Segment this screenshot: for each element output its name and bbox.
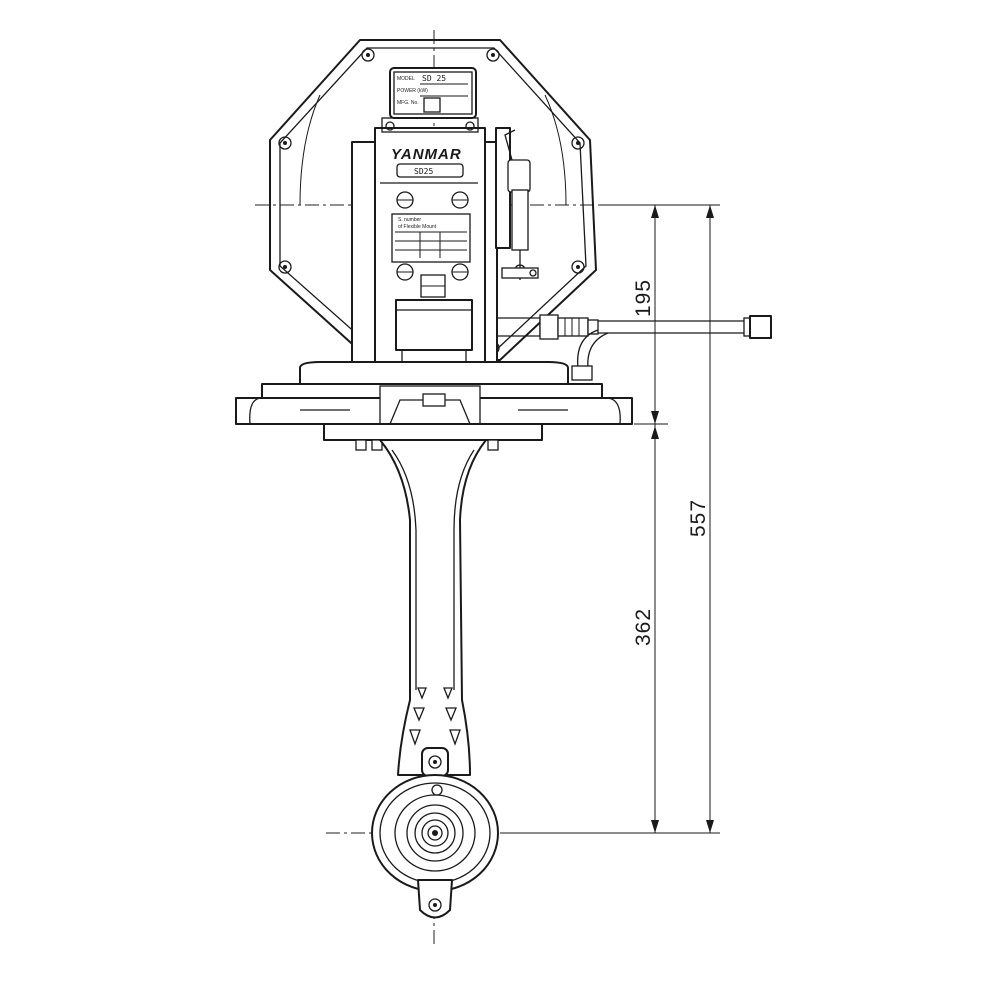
mounting-flange (235, 361, 633, 425)
dimension-overall-height: 557 (687, 499, 710, 537)
model-label: SD25 (414, 167, 433, 176)
dimension-upper-height: 195 (632, 279, 655, 317)
leg-vents (409, 687, 461, 746)
nameplate-model-text: SD 25 (422, 74, 446, 83)
dimension-lines (500, 204, 720, 834)
spec-plate-line-1: S. number (398, 217, 421, 223)
model-nameplate: MODEL POWER (kW) MFG. No. SD 25 (389, 67, 477, 119)
propeller-hub (371, 747, 499, 919)
dimension-lower-height: 362 (632, 608, 655, 646)
nameplate-label-model: MODEL (397, 76, 415, 82)
shift-linkage (495, 127, 539, 280)
nameplate-label-mfg: MFG. No. (397, 100, 419, 106)
nameplate-label-power: POWER (kW) (397, 88, 428, 94)
yanmar-logo: YANMAR (391, 146, 462, 163)
drive-leg (379, 439, 487, 776)
cable-connector (498, 314, 772, 381)
drive-body: YANMAR SD25 S. number of Flexible Mount (351, 117, 498, 373)
spec-plate-line-2: of Flexible Mount (398, 224, 437, 230)
